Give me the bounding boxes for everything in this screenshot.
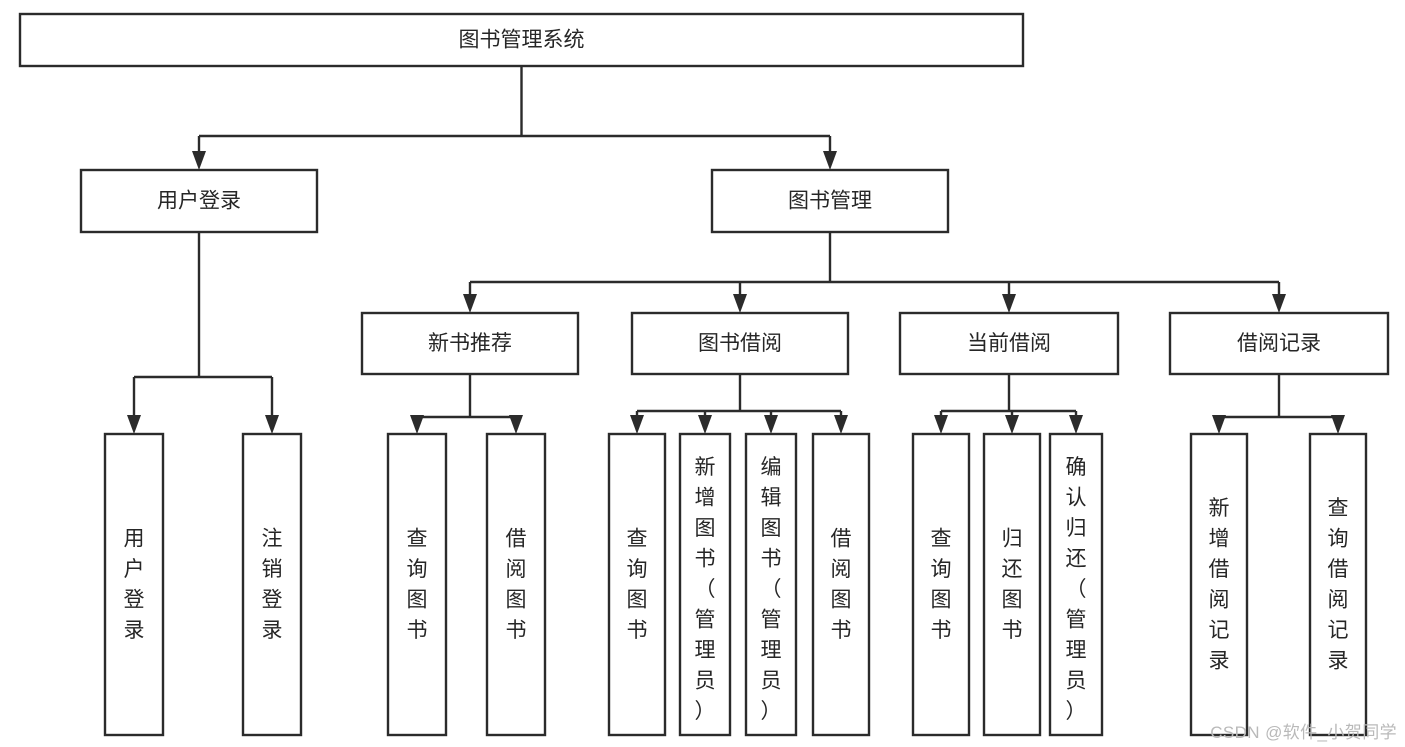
node-nbr-borrow-book[interactable]: 借阅图书 bbox=[485, 432, 547, 737]
node-nbr-query-book[interactable]: 查询图书 bbox=[386, 432, 448, 737]
arrow-head-icon-new-book-recommend bbox=[463, 294, 477, 313]
node-label-cb-return-book: 归还图书 bbox=[1002, 528, 1023, 643]
arrow-head-icon-book-manage bbox=[823, 151, 837, 170]
arrow-head-icon-nbr-query-book bbox=[410, 415, 424, 434]
node-label-bb-query-book: 查询图书 bbox=[627, 528, 648, 643]
node-borrow-record[interactable]: 借阅记录 bbox=[1168, 311, 1390, 376]
node-new-book-recommend[interactable]: 新书推荐 bbox=[360, 311, 580, 376]
node-label-nbr-query-book: 查询图书 bbox=[407, 528, 428, 643]
node-label-br-query-record: 查询借阅记录 bbox=[1328, 497, 1349, 673]
node-user-login-do[interactable]: 用户登录 bbox=[103, 432, 165, 737]
node-cb-confirm-return[interactable]: 确认归还（管理员） bbox=[1048, 432, 1104, 737]
node-label-user-logout: 注销登录 bbox=[262, 528, 283, 643]
node-label-current-borrow: 当前借阅 bbox=[967, 332, 1051, 355]
node-box-root bbox=[18, 12, 1025, 68]
node-box-new-book-recommend bbox=[360, 311, 580, 376]
node-box-current-borrow bbox=[898, 311, 1120, 376]
node-label-bb-edit-book: 编辑图书（管理员） bbox=[761, 456, 782, 723]
node-user-login[interactable]: 用户登录 bbox=[79, 168, 319, 234]
node-bb-add-book[interactable]: 新增图书（管理员） bbox=[678, 432, 732, 737]
node-box-bb-query-book bbox=[607, 432, 667, 737]
node-cb-return-book[interactable]: 归还图书 bbox=[982, 432, 1042, 737]
node-label-nbr-borrow-book: 借阅图书 bbox=[506, 528, 527, 643]
node-book-manage[interactable]: 图书管理 bbox=[710, 168, 950, 234]
node-box-bb-borrow-book bbox=[811, 432, 871, 737]
node-label-book-manage: 图书管理 bbox=[788, 190, 872, 213]
arrow-head-icon-user-login bbox=[192, 151, 206, 170]
node-root[interactable]: 图书管理系统 bbox=[18, 12, 1025, 68]
node-box-book-borrow bbox=[630, 311, 850, 376]
node-box-cb-confirm-return bbox=[1048, 432, 1104, 737]
node-box-nbr-query-book bbox=[386, 432, 448, 737]
arrow-head-icon-cb-confirm-return bbox=[1069, 415, 1083, 434]
csdn-watermark: CSDN @软件_小贺同学 bbox=[1210, 723, 1397, 742]
node-box-user-login bbox=[79, 168, 319, 234]
node-bb-borrow-book[interactable]: 借阅图书 bbox=[811, 432, 871, 737]
node-box-bb-add-book bbox=[678, 432, 732, 737]
node-book-borrow[interactable]: 图书借阅 bbox=[630, 311, 850, 376]
node-label-new-book-recommend: 新书推荐 bbox=[428, 332, 512, 355]
node-label-user-login-do: 用户登录 bbox=[124, 528, 145, 643]
arrow-head-icon-nbr-borrow-book bbox=[509, 415, 523, 434]
node-layer: 图书管理系统用户登录用户登录注销登录图书管理新书推荐查询图书借阅图书图书借阅查询… bbox=[18, 12, 1390, 737]
node-current-borrow[interactable]: 当前借阅 bbox=[898, 311, 1120, 376]
arrow-head-icon-book-borrow bbox=[733, 294, 747, 313]
node-br-add-record[interactable]: 新增借阅记录 bbox=[1189, 432, 1249, 737]
arrow-head-icon-borrow-record bbox=[1272, 294, 1286, 313]
arrow-head-icon-br-query-record bbox=[1331, 415, 1345, 434]
node-label-cb-confirm-return: 确认归还（管理员） bbox=[1066, 456, 1087, 723]
node-box-nbr-borrow-book bbox=[485, 432, 547, 737]
node-bb-edit-book[interactable]: 编辑图书（管理员） bbox=[744, 432, 798, 737]
arrow-head-icon-cb-return-book bbox=[1005, 415, 1019, 434]
arrow-head-icon-cb-query-book bbox=[934, 415, 948, 434]
arrow-head-icon-bb-borrow-book bbox=[834, 415, 848, 434]
node-box-user-login-do bbox=[103, 432, 165, 737]
connector-layer bbox=[127, 66, 1345, 434]
node-label-bb-add-book: 新增图书（管理员） bbox=[695, 456, 716, 723]
node-label-user-login: 用户登录 bbox=[157, 190, 241, 213]
arrow-head-icon-user-login-do bbox=[127, 415, 141, 434]
node-label-br-add-record: 新增借阅记录 bbox=[1209, 497, 1230, 673]
arrow-head-icon-br-add-record bbox=[1212, 415, 1226, 434]
arrow-head-icon-current-borrow bbox=[1002, 294, 1016, 313]
node-label-bb-borrow-book: 借阅图书 bbox=[831, 528, 852, 643]
node-cb-query-book[interactable]: 查询图书 bbox=[911, 432, 971, 737]
node-box-user-logout bbox=[241, 432, 303, 737]
node-label-root: 图书管理系统 bbox=[459, 29, 585, 52]
node-box-br-add-record bbox=[1189, 432, 1249, 737]
node-label-borrow-record: 借阅记录 bbox=[1237, 332, 1321, 355]
arrow-head-icon-bb-edit-book bbox=[764, 415, 778, 434]
node-label-book-borrow: 图书借阅 bbox=[698, 332, 782, 355]
node-label-cb-query-book: 查询图书 bbox=[931, 528, 952, 643]
node-box-borrow-record bbox=[1168, 311, 1390, 376]
node-user-logout[interactable]: 注销登录 bbox=[241, 432, 303, 737]
node-box-cb-return-book bbox=[982, 432, 1042, 737]
node-box-book-manage bbox=[710, 168, 950, 234]
node-box-br-query-record bbox=[1308, 432, 1368, 737]
arrow-head-icon-bb-query-book bbox=[630, 415, 644, 434]
arrow-head-icon-user-logout bbox=[265, 415, 279, 434]
node-box-bb-edit-book bbox=[744, 432, 798, 737]
arrow-head-icon-bb-add-book bbox=[698, 415, 712, 434]
node-bb-query-book[interactable]: 查询图书 bbox=[607, 432, 667, 737]
node-box-cb-query-book bbox=[911, 432, 971, 737]
node-br-query-record[interactable]: 查询借阅记录 bbox=[1308, 432, 1368, 737]
